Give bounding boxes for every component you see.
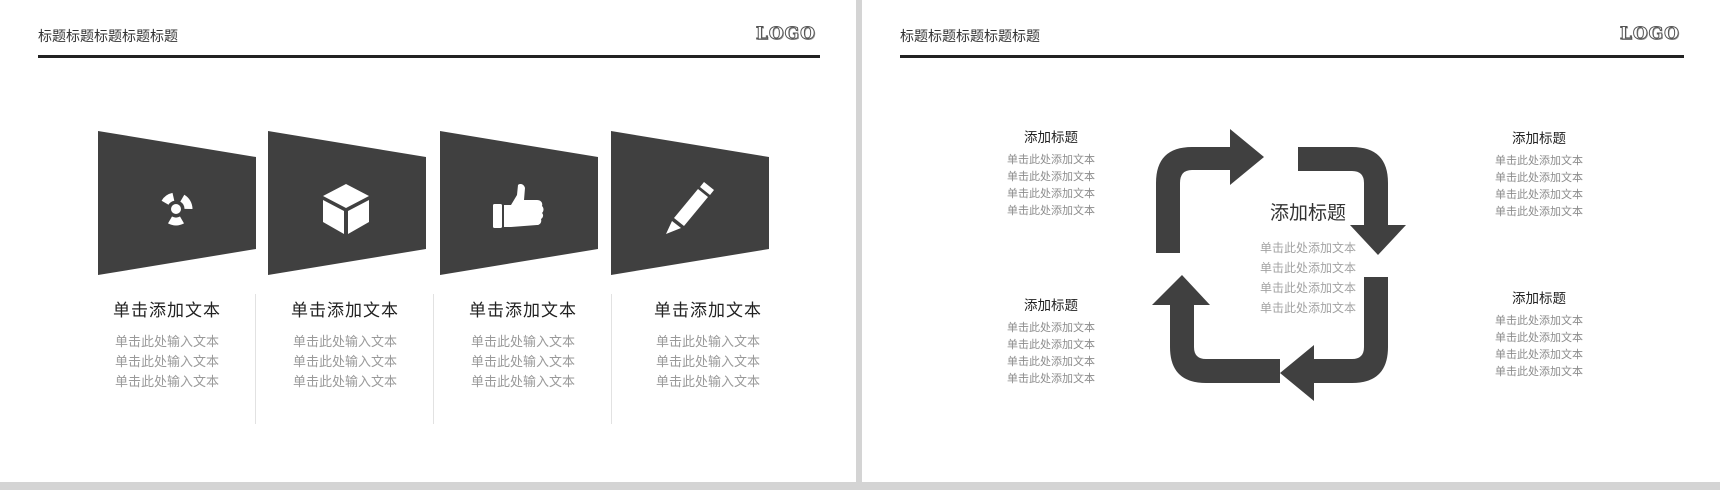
block-text[interactable]: 单击此处添加文本 xyxy=(1007,204,1095,217)
slide-1: 标题标题标题标题标题 LOGO xyxy=(0,0,856,482)
pencil-icon xyxy=(666,182,714,234)
column-2: 单击添加文本 单击此处输入文本 单击此处输入文本 单击此处输入文本 xyxy=(260,296,430,393)
center-text[interactable]: 单击此处添加文本 xyxy=(1259,241,1356,255)
block-text[interactable]: 单击此处添加文本 xyxy=(1495,314,1583,327)
cycle-arrow-bottom-right xyxy=(1280,277,1388,401)
column-text[interactable]: 单击此处输入文本 xyxy=(655,355,760,370)
logo: LOGO xyxy=(1619,24,1680,45)
block-text[interactable]: 单击此处添加文本 xyxy=(1007,170,1095,183)
header-rule xyxy=(38,55,820,58)
column-text[interactable]: 单击此处输入文本 xyxy=(470,335,575,350)
thumbs-up-icon xyxy=(493,184,544,228)
column-text[interactable]: 单击此处输入文本 xyxy=(655,335,760,350)
block-text[interactable]: 单击此处添加文本 xyxy=(1007,338,1095,351)
flag-2 xyxy=(268,131,426,275)
block-heading[interactable]: 添加标题 xyxy=(1024,298,1078,314)
block-text[interactable]: 单击此处添加文本 xyxy=(1495,365,1583,378)
flag-1 xyxy=(98,131,256,275)
block-text[interactable]: 单击此处添加文本 xyxy=(1007,153,1095,166)
block-text[interactable]: 单击此处添加文本 xyxy=(1495,348,1583,361)
center-text[interactable]: 单击此处添加文本 xyxy=(1259,301,1356,315)
column-divider xyxy=(611,294,612,424)
column-text[interactable]: 单击此处输入文本 xyxy=(292,375,397,390)
block-heading[interactable]: 添加标题 xyxy=(1512,131,1566,147)
column-heading[interactable]: 单击添加文本 xyxy=(469,301,577,321)
flag-shape xyxy=(98,131,256,275)
flag-4 xyxy=(611,131,769,275)
cube-icon xyxy=(323,184,369,234)
block-text[interactable]: 单击此处添加文本 xyxy=(1495,154,1583,167)
column-heading[interactable]: 单击添加文本 xyxy=(654,301,762,321)
logo: LOGO xyxy=(755,24,816,45)
cycle-arrows-diagram xyxy=(1152,129,1406,401)
text-block-bottom-right: 添加标题 单击此处添加文本 单击此处添加文本 单击此处添加文本 单击此处添加文本 xyxy=(1484,287,1594,380)
block-text[interactable]: 单击此处添加文本 xyxy=(1007,372,1095,385)
cycle-arrow-top-left xyxy=(1156,129,1264,253)
header-rule xyxy=(900,55,1684,58)
column-text[interactable]: 单击此处输入文本 xyxy=(292,335,397,350)
column-heading[interactable]: 单击添加文本 xyxy=(113,301,221,321)
block-text[interactable]: 单击此处添加文本 xyxy=(1007,355,1095,368)
slide-2: 标题标题标题标题标题 LOGO 添加标题 单击此处添加文本 单击此处添加文本 单… xyxy=(862,0,1720,482)
column-text[interactable]: 单击此处输入文本 xyxy=(292,355,397,370)
column-heading[interactable]: 单击添加文本 xyxy=(291,301,399,321)
block-text[interactable]: 单击此处添加文本 xyxy=(1495,188,1583,201)
column-text[interactable]: 单击此处输入文本 xyxy=(114,355,219,370)
column-3: 单击添加文本 单击此处输入文本 单击此处输入文本 单击此处输入文本 xyxy=(438,296,608,393)
text-block-bottom-left: 添加标题 单击此处添加文本 单击此处添加文本 单击此处添加文本 单击此处添加文本 xyxy=(996,294,1106,387)
cycle-arrow-bottom-left xyxy=(1152,275,1280,383)
column-text[interactable]: 单击此处输入文本 xyxy=(470,355,575,370)
center-text[interactable]: 单击此处添加文本 xyxy=(1259,261,1356,275)
block-heading[interactable]: 添加标题 xyxy=(1512,291,1566,307)
slide-title: 标题标题标题标题标题 xyxy=(38,29,178,45)
center-block: 添加标题 单击此处添加文本 单击此处添加文本 单击此处添加文本 单击此处添加文本 xyxy=(1228,198,1388,318)
column-text[interactable]: 单击此处输入文本 xyxy=(470,375,575,390)
text-block-top-right: 添加标题 单击此处添加文本 单击此处添加文本 单击此处添加文本 单击此处添加文本 xyxy=(1484,127,1594,220)
block-text[interactable]: 单击此处添加文本 xyxy=(1495,205,1583,218)
column-divider xyxy=(255,294,256,424)
block-text[interactable]: 单击此处添加文本 xyxy=(1495,331,1583,344)
cycle-arrow-top-right xyxy=(1298,147,1406,255)
flag-3 xyxy=(440,131,598,275)
column-4: 单击添加文本 单击此处输入文本 单击此处输入文本 单击此处输入文本 xyxy=(623,296,793,393)
column-divider xyxy=(433,294,434,424)
block-text[interactable]: 单击此处添加文本 xyxy=(1495,171,1583,184)
column-1: 单击添加文本 单击此处输入文本 单击此处输入文本 单击此处输入文本 xyxy=(82,296,252,393)
block-text[interactable]: 单击此处添加文本 xyxy=(1007,321,1095,334)
column-text[interactable]: 单击此处输入文本 xyxy=(114,335,219,350)
radiation-icon xyxy=(161,192,193,226)
column-text[interactable]: 单击此处输入文本 xyxy=(655,375,760,390)
slide-title: 标题标题标题标题标题 xyxy=(900,29,1040,45)
center-text[interactable]: 单击此处添加文本 xyxy=(1259,281,1356,295)
text-block-top-left: 添加标题 单击此处添加文本 单击此处添加文本 单击此处添加文本 单击此处添加文本 xyxy=(996,126,1106,219)
block-heading[interactable]: 添加标题 xyxy=(1024,130,1078,146)
block-text[interactable]: 单击此处添加文本 xyxy=(1007,187,1095,200)
column-text[interactable]: 单击此处输入文本 xyxy=(114,375,219,390)
center-heading[interactable]: 添加标题 xyxy=(1269,202,1346,224)
